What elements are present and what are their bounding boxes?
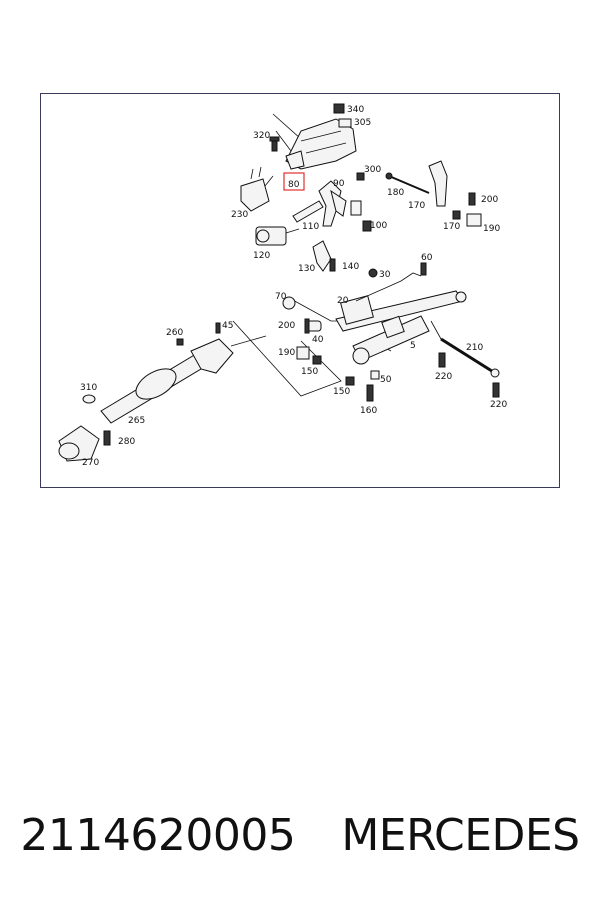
upper-mounting-bracket xyxy=(285,103,357,170)
clip-190 xyxy=(296,346,310,360)
callout-170-lower: 170 xyxy=(443,222,460,232)
callout-230: 230 xyxy=(231,210,248,220)
part-caption: 2114620005 MERCEDES xyxy=(0,800,600,870)
lower-column-shaft xyxy=(100,322,234,424)
bracket-170 xyxy=(428,160,482,227)
bracket-130 xyxy=(312,240,336,272)
bolt-180 xyxy=(385,172,430,194)
callout-280: 280 xyxy=(118,437,135,447)
callout-320: 320 xyxy=(253,131,270,141)
callout-140: 140 xyxy=(342,262,359,272)
callout-110: 110 xyxy=(302,222,319,232)
callout-150-left: 150 xyxy=(301,367,318,377)
callout-70: 70 xyxy=(275,292,287,302)
bolt-40 xyxy=(304,318,310,334)
bolt-300 xyxy=(356,172,365,181)
motor-120 xyxy=(255,226,300,246)
callout-30: 30 xyxy=(379,270,391,280)
bolt-280 xyxy=(103,430,111,446)
callout-60: 60 xyxy=(421,253,433,263)
callout-5: 5 xyxy=(410,341,416,351)
callout-220-middle: 220 xyxy=(435,372,452,382)
callout-305: 305 xyxy=(354,118,371,128)
callout-180: 180 xyxy=(387,188,404,198)
part-80 xyxy=(285,150,305,170)
shaft-110 xyxy=(292,200,324,223)
callout-210: 210 xyxy=(466,343,483,353)
nut-30 xyxy=(368,268,378,278)
callout-45: 45 xyxy=(222,321,233,331)
callout-130: 130 xyxy=(298,264,315,274)
callout-20: 20 xyxy=(337,296,349,306)
callout-100: 100 xyxy=(370,221,387,231)
brand-name: MERCEDES xyxy=(341,809,580,861)
callout-160: 160 xyxy=(360,406,377,416)
bolt-320 xyxy=(269,136,280,152)
callout-50: 50 xyxy=(380,375,392,385)
callout-200-lower: 200 xyxy=(278,321,295,331)
bracket-70 xyxy=(282,296,296,310)
callout-310: 310 xyxy=(80,383,97,393)
parts-diagram-frame: 340 305 320 300 80 90 180 170 200 230 11… xyxy=(40,93,560,488)
bolt-60 xyxy=(420,262,427,276)
callout-120: 120 xyxy=(253,251,270,261)
callout-260: 260 xyxy=(166,328,183,338)
callout-90: 90 xyxy=(333,179,345,189)
tie-rod-210 xyxy=(440,337,500,378)
switch-230 xyxy=(240,166,274,212)
callout-190-lower: 190 xyxy=(278,348,295,358)
boot-270 xyxy=(58,425,100,462)
callout-200-upper: 200 xyxy=(481,195,498,205)
nut-150 xyxy=(312,355,355,386)
callout-labels: 340 305 320 300 80 90 180 170 200 230 11… xyxy=(80,105,507,468)
bolt-220 xyxy=(438,352,500,398)
callout-190-upper: 190 xyxy=(483,224,500,234)
callout-300: 300 xyxy=(364,165,381,175)
callout-40: 40 xyxy=(312,335,324,345)
callout-80: 80 xyxy=(288,180,300,190)
highlight-box-80 xyxy=(283,172,305,191)
steering-column-exploded-diagram: 340 305 320 300 80 90 180 170 200 230 11… xyxy=(58,103,507,468)
callout-270: 270 xyxy=(82,458,99,468)
callout-150-right: 150 xyxy=(333,387,350,397)
callout-170-upper: 170 xyxy=(408,201,425,211)
callout-340: 340 xyxy=(347,105,364,115)
ring-310 xyxy=(82,394,96,404)
callout-220-right: 220 xyxy=(490,400,507,410)
steering-rack-assembly xyxy=(335,272,467,365)
callout-265: 265 xyxy=(128,416,145,426)
part-number: 2114620005 xyxy=(20,809,296,861)
bolt-160 xyxy=(366,370,380,402)
clip-100 xyxy=(350,200,372,232)
lever-90 xyxy=(318,180,347,227)
